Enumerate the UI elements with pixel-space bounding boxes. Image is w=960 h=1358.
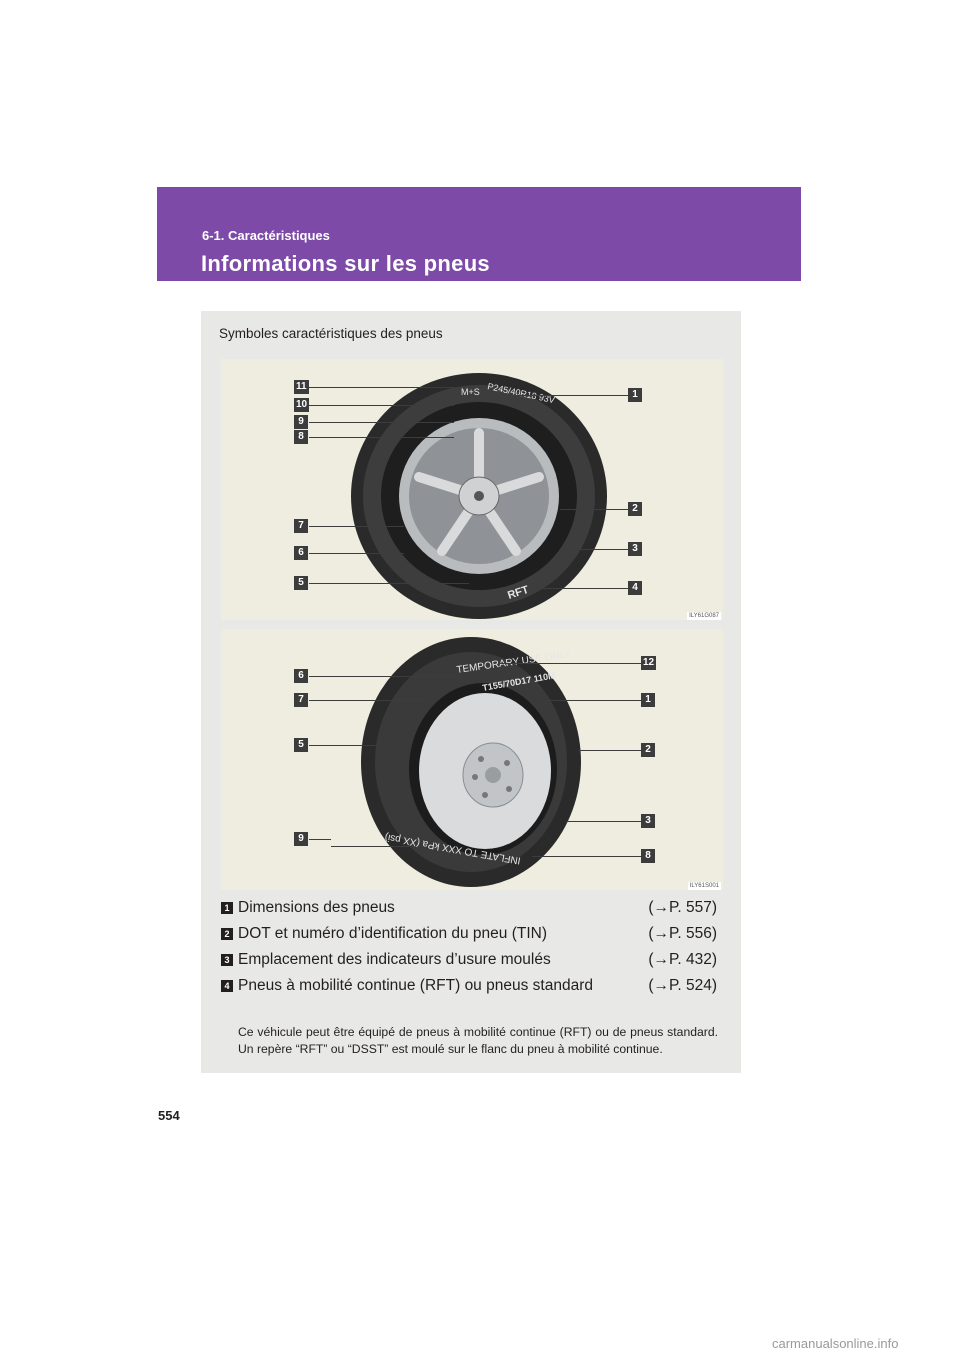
- standard-tire-illustration: M+S P245/40R18 93V RFT: [351, 373, 607, 619]
- callout-7: 7: [294, 519, 308, 533]
- legend-label: Emplacement des indicateurs d’usure moul…: [238, 951, 551, 968]
- leader-line: [309, 387, 459, 388]
- leader-line: [510, 395, 628, 396]
- leader-line: [309, 745, 389, 746]
- callout-12: 12: [641, 656, 657, 670]
- legend-number: 2: [221, 928, 233, 940]
- callout-6: 6: [294, 546, 308, 560]
- legend-item: 1 Dimensions des pneus (→P. 557): [221, 897, 717, 919]
- callout-8: 8: [641, 849, 655, 863]
- page-reference-link[interactable]: (→P. 557): [648, 899, 717, 916]
- callout-10: 10: [294, 398, 310, 412]
- callout-9: 9: [294, 832, 308, 846]
- legend-label: Dimensions des pneus: [238, 899, 395, 916]
- callout-7: 7: [294, 693, 308, 707]
- page-reference-link[interactable]: (→P. 432): [648, 951, 717, 968]
- legend-number: 3: [221, 954, 233, 966]
- callout-3: 3: [628, 542, 642, 556]
- leader-line: [309, 676, 469, 677]
- callout-4: 4: [628, 581, 642, 595]
- leader-line: [309, 405, 454, 406]
- leader-line: [309, 839, 331, 840]
- leader-line: [309, 553, 404, 554]
- leader-line: [309, 422, 454, 423]
- page-reference-link[interactable]: (→P. 556): [648, 925, 717, 942]
- legend-number: 1: [221, 902, 233, 914]
- legend-item: 2 DOT et numéro d’identification du pneu…: [221, 923, 717, 945]
- legend-item: 3 Emplacement des indicateurs d’usure mo…: [221, 949, 717, 971]
- leader-line: [526, 588, 628, 589]
- callout-8: 8: [294, 430, 308, 444]
- figure-code: ILY61G087: [687, 612, 721, 620]
- header-band: [157, 187, 801, 281]
- page-title: Informations sur les pneus: [201, 251, 490, 276]
- callout-2: 2: [628, 502, 642, 516]
- leader-line: [560, 509, 628, 510]
- leader-line: [566, 821, 641, 822]
- leader-line: [498, 663, 641, 664]
- callout-5: 5: [294, 738, 308, 752]
- legend-number: 4: [221, 980, 233, 992]
- tire-figure-standard: M+S P245/40R18 93V RFT ILY61G087: [221, 359, 723, 620]
- section-label: 6-1. Caractéristiques: [202, 228, 330, 243]
- callout-6: 6: [294, 669, 308, 683]
- callout-2: 2: [641, 743, 655, 757]
- spare-tire-illustration: TEMPORARY USE ONLY T155/70D17 110M INFLA…: [361, 637, 581, 887]
- leader-line: [566, 549, 628, 550]
- tire-text-ms: M+S: [461, 387, 480, 397]
- leader-line: [532, 856, 641, 857]
- figure-code: ILY61S001: [687, 882, 721, 890]
- callout-1: 1: [641, 693, 655, 707]
- callout-11: 11: [294, 380, 309, 394]
- legend-label: DOT et numéro d’identification du pneu (…: [238, 925, 548, 942]
- leader-line: [309, 437, 454, 438]
- panel-heading: Symboles caractéristiques des pneus: [219, 326, 443, 341]
- callout-3: 3: [641, 814, 655, 828]
- callout-9: 9: [294, 415, 308, 429]
- legend-label: Pneus à mobilité continue (RFT) ou pneus…: [238, 977, 593, 994]
- leader-line: [309, 526, 404, 527]
- legend-item: 4 Pneus à mobilité continue (RFT) ou pne…: [221, 975, 717, 997]
- leader-line: [578, 750, 641, 751]
- watermark: carmanualsonline.info: [772, 1336, 899, 1351]
- page-reference-link[interactable]: (→P. 524): [648, 977, 717, 994]
- leader-line: [309, 700, 429, 701]
- tire-figure-spare: TEMPORARY USE ONLY T155/70D17 110M INFLA…: [221, 629, 723, 890]
- leader-line: [309, 583, 469, 584]
- callout-1: 1: [628, 388, 642, 402]
- rft-note: Ce véhicule peut être équipé de pneus à …: [238, 1025, 718, 1056]
- leader-line: [545, 700, 641, 701]
- callout-5: 5: [294, 576, 308, 590]
- leader-line: [331, 846, 411, 847]
- page-number: 554: [158, 1108, 180, 1123]
